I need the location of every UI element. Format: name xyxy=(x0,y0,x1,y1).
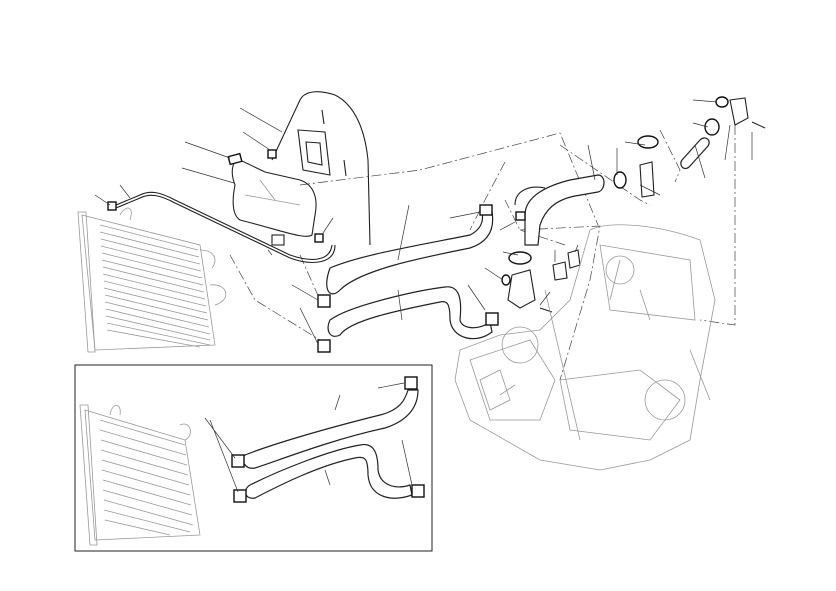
radiator xyxy=(77,207,227,353)
thermostat-assembly xyxy=(501,96,766,313)
hose-clamp xyxy=(479,204,493,216)
upper-radiator-hose xyxy=(326,211,494,295)
hose-clamp xyxy=(267,149,277,159)
breather-hose xyxy=(271,91,371,246)
hose-clamp xyxy=(317,339,331,353)
overflow-hose xyxy=(115,191,333,260)
hose-clamp xyxy=(317,294,331,308)
leader-lines xyxy=(94,99,753,345)
lower-radiator-hose xyxy=(327,286,493,340)
hose-clamp xyxy=(314,233,324,243)
tank-bracket xyxy=(297,109,347,177)
hose-clamp xyxy=(107,201,117,211)
hose-clamp xyxy=(485,312,499,326)
engine-block xyxy=(454,224,716,471)
alternative-version-inset xyxy=(74,364,433,552)
rubber-pad xyxy=(271,234,285,246)
expansion-tank xyxy=(227,152,317,246)
